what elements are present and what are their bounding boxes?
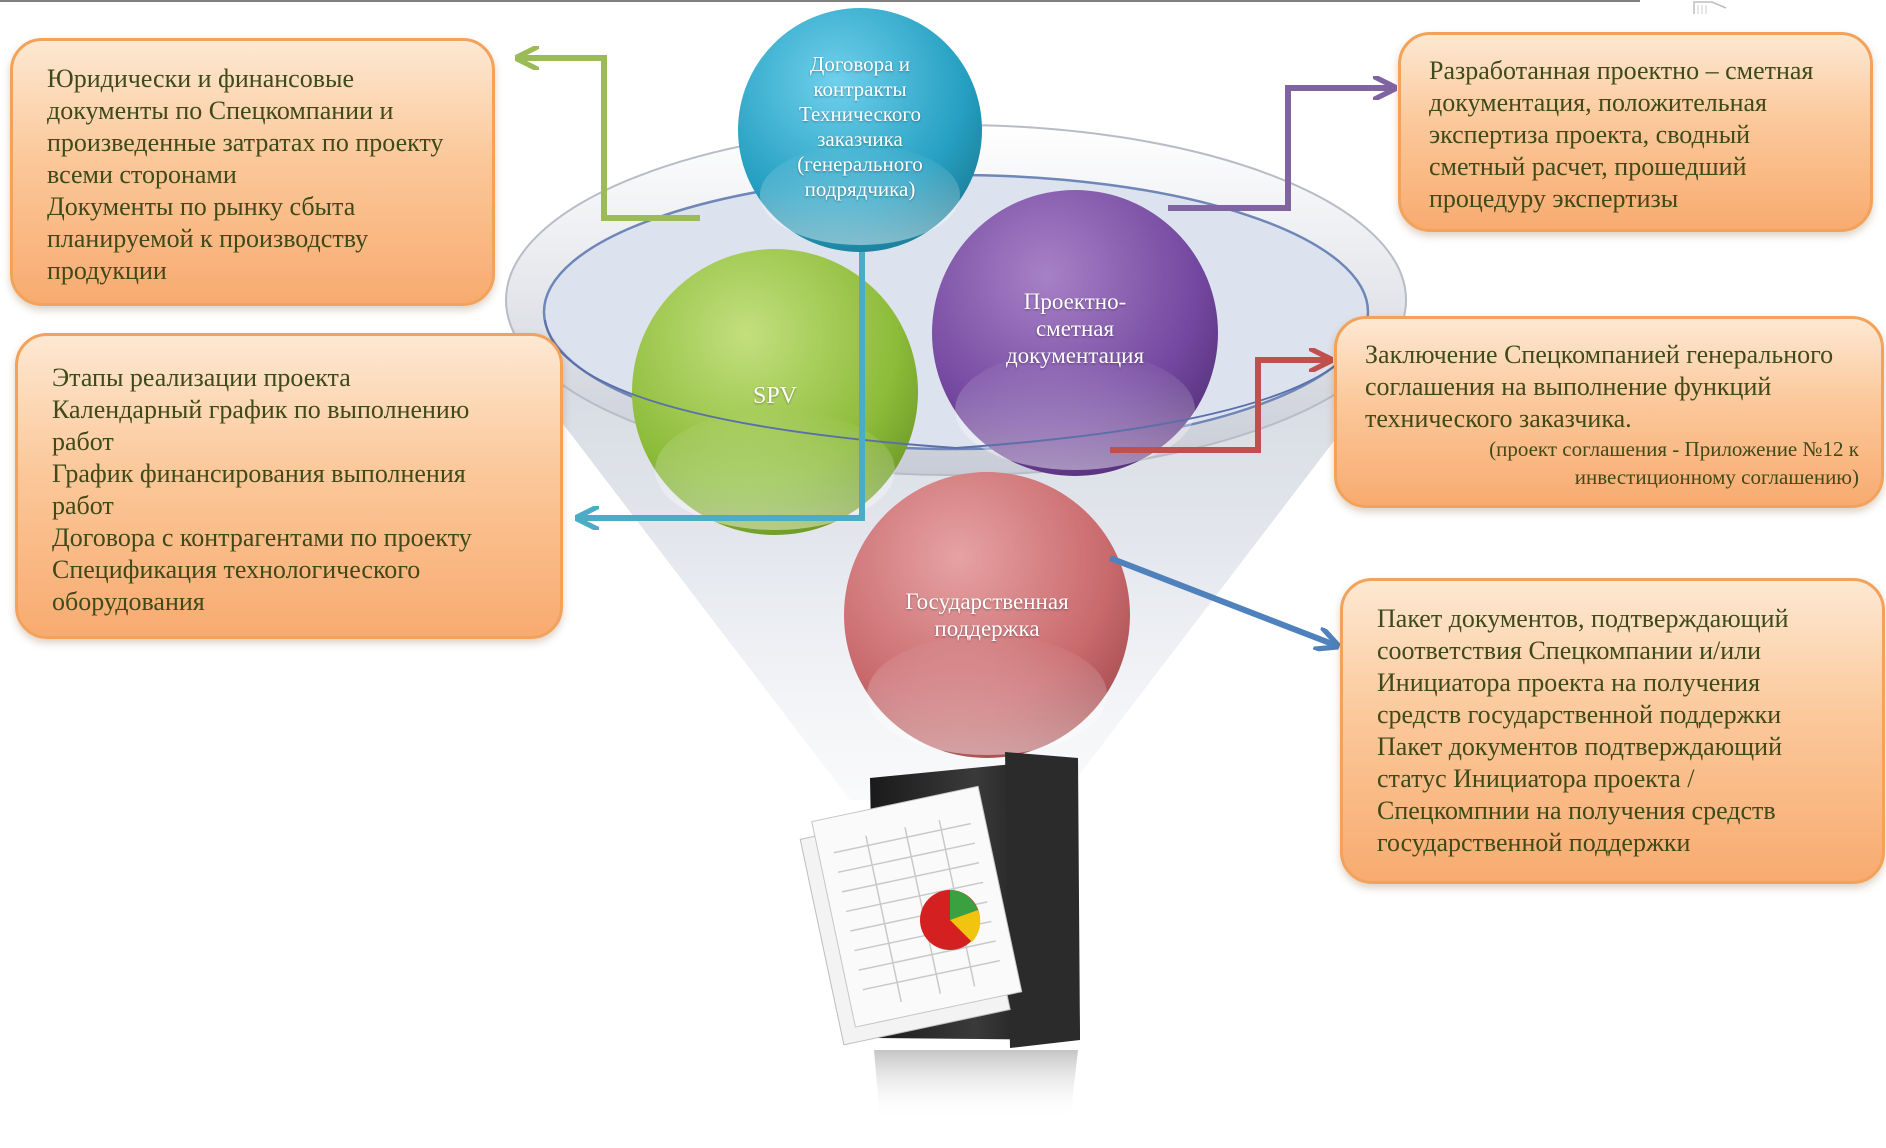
- contracts-label-line: подрядчика): [804, 177, 916, 201]
- box-text-line: документы по Спецкомпании и: [47, 96, 394, 125]
- box-text-line: Пакет документов, подтверждающий: [1377, 604, 1789, 633]
- box-text-line: оборудования: [52, 587, 205, 616]
- contracts-label-line: (генерального: [797, 152, 923, 176]
- box-text-line: Заключение Спецкомпанией генерального: [1365, 340, 1834, 369]
- design-docs-label-line: Проектно-: [1023, 289, 1127, 314]
- arrow-blue: [1108, 555, 1335, 645]
- design-docs-label-line: сметная: [1035, 316, 1115, 341]
- contracts-label-line: контракты: [813, 77, 907, 101]
- box-text-line: Юридически и финансовые: [47, 64, 354, 93]
- box-text-line: продукции: [47, 256, 167, 285]
- arrow-red: [1110, 360, 1328, 453]
- box-text-line: средств государственной поддержки: [1377, 700, 1782, 729]
- contracts-label-line: заказчика: [817, 127, 903, 151]
- legal-financial-box: Юридически и финансовые документы по Спе…: [10, 38, 495, 306]
- spv-label-line: SPV: [752, 383, 798, 409]
- cropped-caption: [0, 1136, 1886, 1148]
- box-note-line: (проект соглашения - Приложение №12 к: [1489, 437, 1859, 461]
- box-text-line: Документы по рынку сбыта: [47, 192, 356, 221]
- corner-mark-icon: [1693, 1, 1727, 14]
- box-text-line: Пакет документов подтверждающий: [1377, 732, 1782, 761]
- box-text-line: Спецификация технологического: [52, 555, 421, 584]
- box-text-line: планируемой к производству: [47, 224, 369, 253]
- state-support-label-line: поддержка: [934, 616, 1040, 641]
- contracts-node-label: Договора и контракты Технического заказч…: [760, 52, 960, 202]
- spv-node-label: SPV: [715, 382, 835, 410]
- design-docs-node-label: Проектно- сметная документация: [975, 288, 1175, 369]
- box-text-line: сметный расчет, прошедший: [1429, 152, 1747, 181]
- design-docs-label-line: документация: [1005, 343, 1145, 368]
- support-package-box: Пакет документов, подтверждающий соответ…: [1340, 578, 1885, 884]
- box-text-line: соглашения на выполнение функций: [1365, 372, 1772, 401]
- box-text-line: соответствия Спецкомпании и/или: [1377, 636, 1762, 665]
- general-agreement-box: Заключение Спецкомпанией генерального со…: [1334, 316, 1884, 508]
- contracts-label-line: Технического: [798, 102, 921, 126]
- contracts-label-line: Договора и: [810, 52, 910, 76]
- design-estimate-box: Разработанная проектно – сметная докумен…: [1398, 32, 1873, 232]
- box-text-line: Спецкомпнии на получения средств: [1377, 796, 1776, 825]
- box-note-line: инвестиционному соглашению): [1574, 465, 1859, 489]
- project-stages-box: Этапы реализации проекта Календарный гра…: [15, 333, 563, 639]
- box-text-line: Этапы реализации проекта: [52, 363, 351, 392]
- arrow-cyan: [580, 252, 865, 518]
- box-text-line: работ: [52, 427, 114, 456]
- box-text-line: документация, положительная: [1429, 88, 1767, 117]
- box-text-line: работ: [52, 491, 114, 520]
- state-support-node-label: Государственная поддержка: [877, 588, 1097, 642]
- box-text-line: экспертиза проекта, сводный: [1429, 120, 1751, 149]
- box-text-line: всеми сторонами: [47, 160, 237, 189]
- box-text-line: График финансирования выполнения: [52, 459, 466, 488]
- box-text-line: Календарный график по выполнению: [52, 395, 470, 424]
- arrow-purple: [1168, 88, 1392, 211]
- box-text-line: статус Инициатора проекта /: [1377, 764, 1695, 793]
- top-rule: [0, 0, 1640, 2]
- box-text-line: Договора с контрагентами по проекту: [52, 523, 472, 552]
- box-text-line: процедуру экспертизы: [1429, 184, 1679, 213]
- state-support-label-line: Государственная: [905, 589, 1069, 614]
- box-text-line: Инициатора проекта на получения: [1377, 668, 1761, 697]
- arrow-green: [520, 58, 700, 221]
- box-text-line: произведенные затратах по проекту: [47, 128, 444, 157]
- folder-documents-icon: [799, 752, 1080, 1120]
- box-text-line: технического заказчика.: [1365, 404, 1632, 433]
- box-text-line: Разработанная проектно – сметная: [1429, 56, 1814, 85]
- box-text-line: государственной поддержки: [1377, 828, 1691, 857]
